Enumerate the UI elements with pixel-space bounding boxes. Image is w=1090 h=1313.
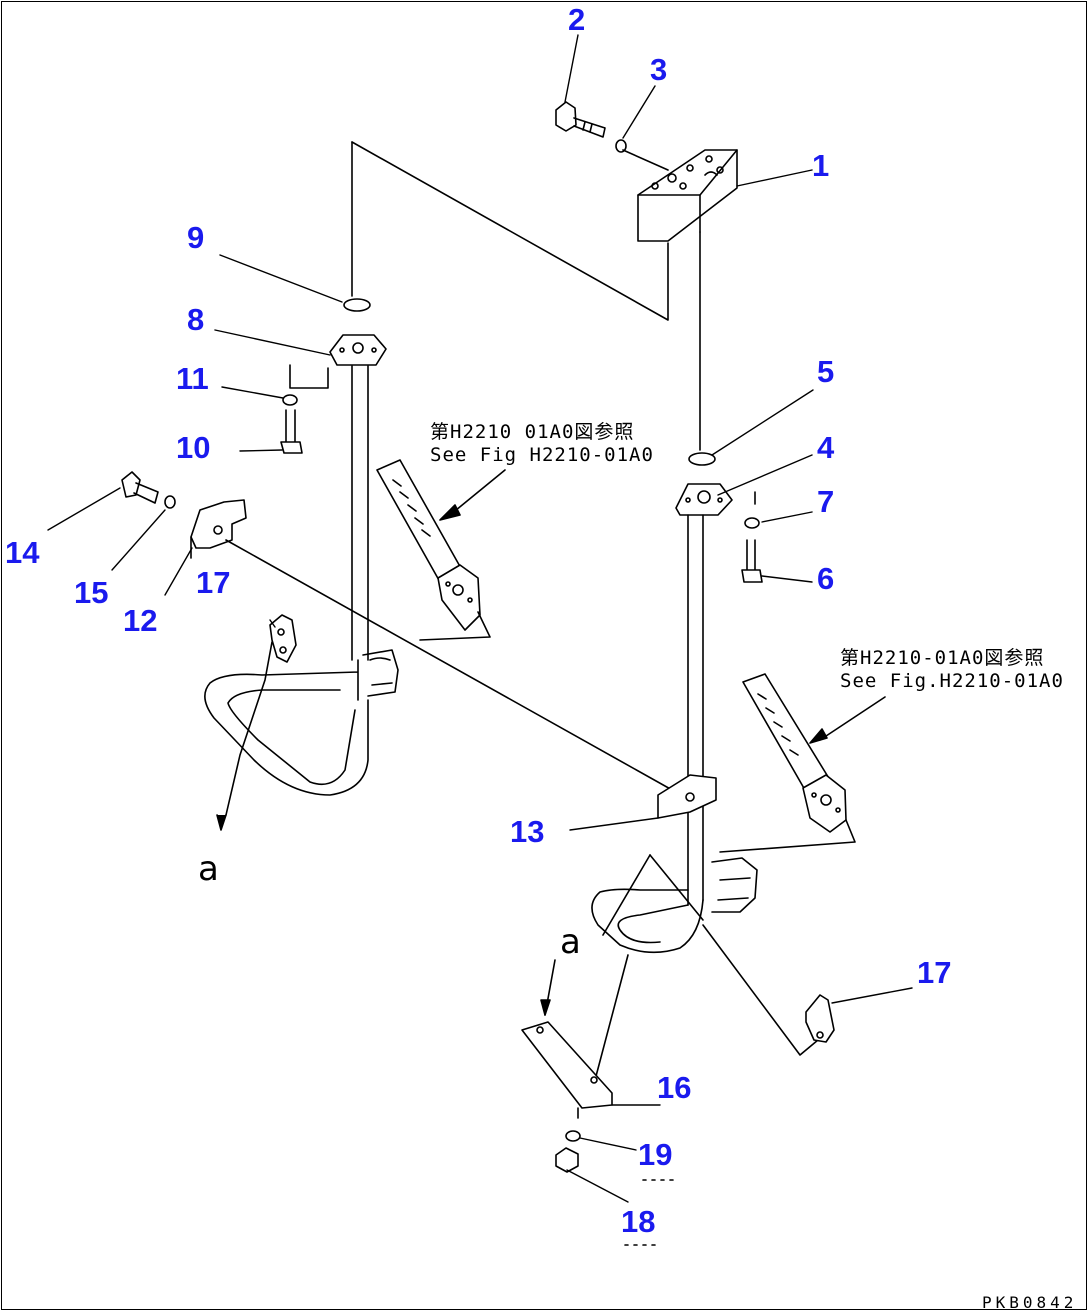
part-11-washer [282, 394, 298, 406]
right-hose [719, 673, 856, 853]
part-17-clip-right [805, 994, 835, 1043]
callout-18: 18 [621, 1204, 656, 1239]
bracket-line [289, 364, 329, 389]
view-mark-a-right: a [560, 922, 581, 962]
part-18-nut [555, 1147, 579, 1173]
part-16-plate [521, 1021, 613, 1119]
leader-line [649, 854, 704, 921]
part-12-clamp [190, 499, 247, 559]
callout-3: 3 [650, 52, 668, 87]
part-17-clip-left [216, 614, 297, 831]
callout-17-right: 17 [917, 955, 952, 990]
callout-10: 10 [176, 430, 211, 465]
callout-4: 4 [817, 430, 835, 465]
callout-5: 5 [817, 354, 835, 389]
part-14-fitting [121, 471, 159, 504]
callout-7: 7 [817, 484, 835, 519]
part-15-washer [164, 495, 176, 509]
callout-leaders [47, 34, 913, 1203]
drawing-code: PKB0842 [982, 1293, 1078, 1312]
part-3-washer [615, 139, 627, 153]
note-line-jp: 第H2210-01A0図参照 [840, 647, 1045, 669]
view-arrow-head [540, 999, 551, 1016]
leader-line [702, 924, 819, 1056]
part-6-bolt [741, 539, 763, 583]
reference-note-left: 第H2210 01A0図参照 See Fig H2210-01A0 [430, 421, 654, 467]
callout-9: 9 [187, 220, 205, 255]
part-13-clamp [657, 774, 717, 819]
left-pipe [204, 365, 399, 796]
callout-12: 12 [123, 603, 158, 638]
callout-13: 13 [510, 814, 545, 849]
right-pipe [591, 514, 758, 954]
dashed-mark [624, 1179, 676, 1246]
left-hose [376, 459, 491, 641]
leader-line [602, 854, 651, 936]
note-line-en: See Fig.H2210-01A0 [840, 670, 1064, 692]
callout-14: 14 [5, 535, 40, 570]
callout-8: 8 [187, 302, 205, 337]
view-mark-a-left: a [198, 849, 219, 889]
callout-11: 11 [176, 361, 209, 396]
note-line-jp: 第H2210 01A0図参照 [430, 421, 635, 443]
leader-line [225, 539, 691, 801]
part-10-bolt [280, 409, 303, 454]
callout-15: 15 [74, 575, 109, 610]
callout-17-left: 17 [196, 565, 231, 600]
leader-line [622, 149, 669, 171]
part-8-flange [329, 334, 387, 366]
callout-16: 16 [657, 1070, 692, 1105]
part-9-o-ring [343, 298, 371, 312]
part-5-o-ring [688, 452, 716, 466]
part-7-washer [744, 517, 760, 529]
callout-19: 19 [638, 1137, 673, 1172]
reference-note-right: 第H2210-01A0図参照 See Fig.H2210-01A0 [840, 647, 1064, 693]
part-1-block [637, 149, 738, 242]
part-19-washer [565, 1130, 581, 1142]
part-4-flange [675, 483, 733, 516]
callout-6: 6 [817, 561, 835, 596]
part-2-bolt [555, 101, 606, 138]
note-line-en: See Fig H2210-01A0 [430, 444, 654, 466]
callout-1: 1 [812, 148, 830, 183]
callout-2: 2 [568, 2, 586, 37]
leader-line [351, 141, 669, 321]
note-arrows [439, 469, 886, 744]
